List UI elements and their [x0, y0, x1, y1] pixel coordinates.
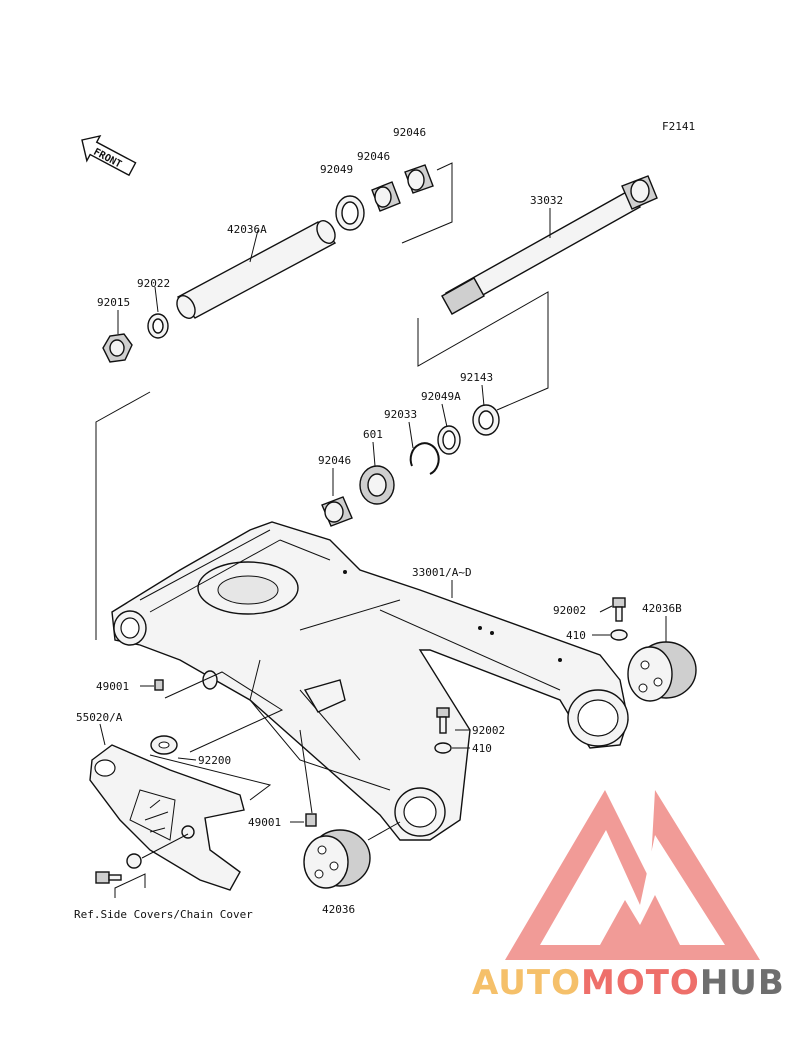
- part-label: 49001: [248, 816, 281, 829]
- part-label: 601: [363, 428, 383, 441]
- svg-text:AUTOMOTOHUB: AUTOMOTOHUB: [472, 963, 785, 1003]
- part-label: 92049A: [421, 390, 461, 403]
- chain-guide-55020: [89, 723, 272, 891]
- part-label: 42036B: [642, 602, 682, 615]
- part-label: 33032: [530, 194, 563, 207]
- leader-line-left: [95, 391, 151, 640]
- part-label: 92049: [320, 163, 353, 176]
- ref-bolt-washer: [95, 833, 189, 898]
- watermark-logo: [505, 790, 760, 960]
- collar-92022: [147, 286, 169, 339]
- front-arrow-icon: FRONT: [81, 134, 137, 177]
- watermark-hub: HUB: [700, 963, 785, 1003]
- part-label: 33001/A~D: [412, 566, 472, 579]
- part-label: 92002: [553, 604, 586, 617]
- part-label: 92046: [357, 150, 390, 163]
- part-label: 42036A: [227, 223, 267, 236]
- bolt-92002-lower: [434, 707, 470, 754]
- part-label: 92143: [460, 371, 493, 384]
- part-label: 92022: [137, 277, 170, 290]
- part-label: 92046: [393, 126, 426, 139]
- part-label: 92015: [97, 296, 130, 309]
- part-label: 410: [472, 742, 492, 755]
- bearing-set-upper: [335, 162, 453, 244]
- part-label: 92002: [472, 724, 505, 737]
- part-label: 410: [566, 629, 586, 642]
- watermark-moto: MOTO: [581, 963, 700, 1003]
- part-label: 92033: [384, 408, 417, 421]
- part-label: 49001: [96, 680, 129, 693]
- bearing-set-lower: [321, 384, 500, 527]
- part-label: 42036: [322, 903, 355, 916]
- figure-code: F2141: [662, 120, 695, 133]
- bushing-42036: [303, 821, 401, 889]
- bolt-49001-bottom: [290, 729, 317, 827]
- nut-92015: [102, 310, 133, 363]
- bolt-92002-right: [592, 597, 628, 641]
- part-label: 92200: [198, 754, 231, 767]
- pivot-shaft-33032: [417, 175, 658, 411]
- bushing-42036B: [627, 616, 697, 702]
- sleeve-42036A: [176, 220, 337, 319]
- part-label: 92046: [318, 454, 351, 467]
- ref-note: Ref.Side Covers/Chain Cover: [74, 908, 253, 921]
- part-labels: 92046 92046 92049 33032 42036A 92022 920…: [74, 126, 682, 921]
- watermark-text: AUTOMOTOHUB: [472, 963, 785, 1003]
- bolt-49001-left: [140, 670, 284, 753]
- part-label: 55020/A: [76, 711, 123, 724]
- watermark-auto: AUTO: [472, 963, 581, 1003]
- swingarm-body-33001: [111, 521, 629, 841]
